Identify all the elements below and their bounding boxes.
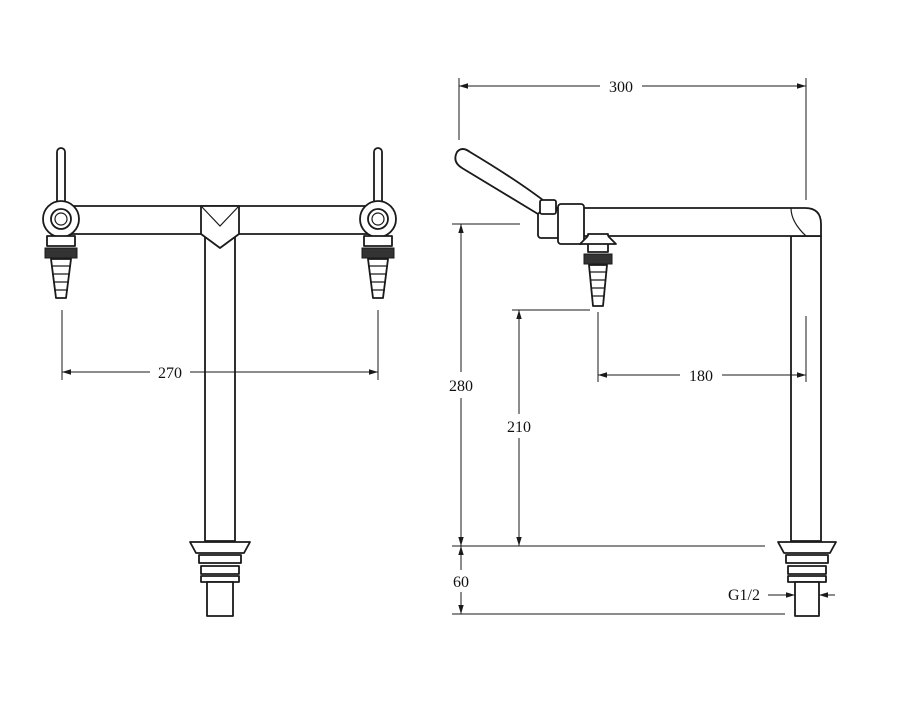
front-right-nut bbox=[361, 247, 395, 259]
front-right-valve-core bbox=[371, 212, 385, 226]
dim-270-label: 270 bbox=[158, 365, 182, 382]
front-base-flange bbox=[189, 541, 251, 554]
dim-210-label: 210 bbox=[507, 419, 531, 436]
side-shank bbox=[794, 581, 820, 617]
dim-60-label: 60 bbox=[453, 574, 469, 591]
front-left-nut bbox=[44, 247, 78, 259]
side-outlet-nut bbox=[583, 253, 613, 265]
side-valve-body bbox=[557, 203, 585, 245]
front-right-hose-nozzle-ridges bbox=[368, 265, 388, 291]
front-left-handle bbox=[56, 147, 66, 207]
side-horizontal-arm bbox=[544, 207, 822, 237]
thread-size-label: G1/2 bbox=[728, 587, 760, 604]
side-base-flange bbox=[777, 541, 837, 554]
side-outlet-collar bbox=[579, 235, 617, 245]
front-column bbox=[204, 215, 236, 542]
side-view: 300 180 280 210 60 G1/2 bbox=[449, 78, 837, 617]
side-lever-hinge bbox=[539, 199, 557, 215]
side-hose-nozzle bbox=[588, 264, 608, 307]
dim-180-label: 180 bbox=[689, 368, 713, 385]
front-left-valve-neck bbox=[46, 235, 76, 247]
front-left-valve-core bbox=[54, 212, 68, 226]
side-lever-handle bbox=[454, 148, 549, 215]
front-left-hose-nozzle-ridges bbox=[51, 265, 71, 291]
front-right-handle bbox=[373, 147, 383, 207]
front-right-valve-neck bbox=[363, 235, 393, 247]
front-base-nut-1 bbox=[198, 554, 242, 564]
dim-300-label: 300 bbox=[609, 79, 633, 96]
front-right-hose-nozzle bbox=[367, 258, 389, 299]
side-elbow-line bbox=[790, 207, 807, 237]
front-view: 270 bbox=[42, 147, 397, 617]
front-tee-junction-line bbox=[200, 205, 240, 227]
side-column bbox=[790, 235, 822, 542]
front-left-valve-ring bbox=[50, 208, 72, 230]
front-base-nut-2 bbox=[200, 565, 240, 575]
dim-280-label: 280 bbox=[449, 378, 473, 395]
front-shank bbox=[206, 581, 234, 617]
side-hose-nozzle-ridges bbox=[589, 271, 607, 297]
side-base-nut-1 bbox=[785, 554, 829, 564]
side-base-nut-2 bbox=[787, 565, 827, 575]
front-left-hose-nozzle bbox=[50, 258, 72, 299]
front-right-valve-ring bbox=[367, 208, 389, 230]
